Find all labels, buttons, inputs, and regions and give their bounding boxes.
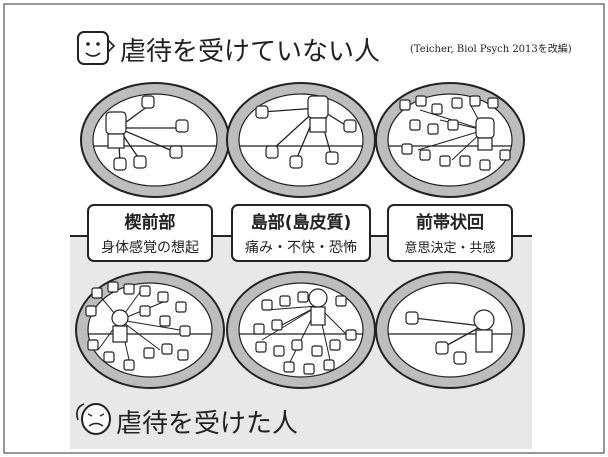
region-box-2: 島部(島皮質) 痛み・不快・恐怖 — [231, 204, 371, 262]
citation: (Teicher, Biol Psych 2013を改編) — [410, 42, 572, 55]
brain-top-1 — [80, 82, 230, 198]
region-box-1: 楔前部 身体感覚の想起 — [87, 204, 213, 262]
region-name-3: 前帯状回 — [416, 212, 484, 233]
network-bottom-3 — [413, 317, 483, 349]
region-name-1: 楔前部 — [125, 212, 176, 233]
bottom-title: 虐待を受けた人 — [116, 409, 298, 439]
region-function-3: 意思決定・共感 — [404, 240, 495, 256]
region-box-3: 前帯状回 意思決定・共感 — [387, 204, 513, 262]
top-title: 虐待を受けていない人 — [120, 37, 380, 67]
region-function-2: 痛み・不快・恐怖 — [245, 239, 357, 256]
bottom-face-icon — [76, 403, 111, 435]
person-figures-top — [105, 95, 511, 171]
brain-top-2 — [226, 82, 376, 198]
person-figures-bottom — [85, 281, 495, 375]
region-name-2: 島部(島皮質) — [251, 212, 352, 233]
brain-bottom-3 — [375, 271, 525, 389]
region-function-1: 身体感覚の想起 — [101, 239, 199, 256]
top-face-icon — [77, 31, 116, 65]
